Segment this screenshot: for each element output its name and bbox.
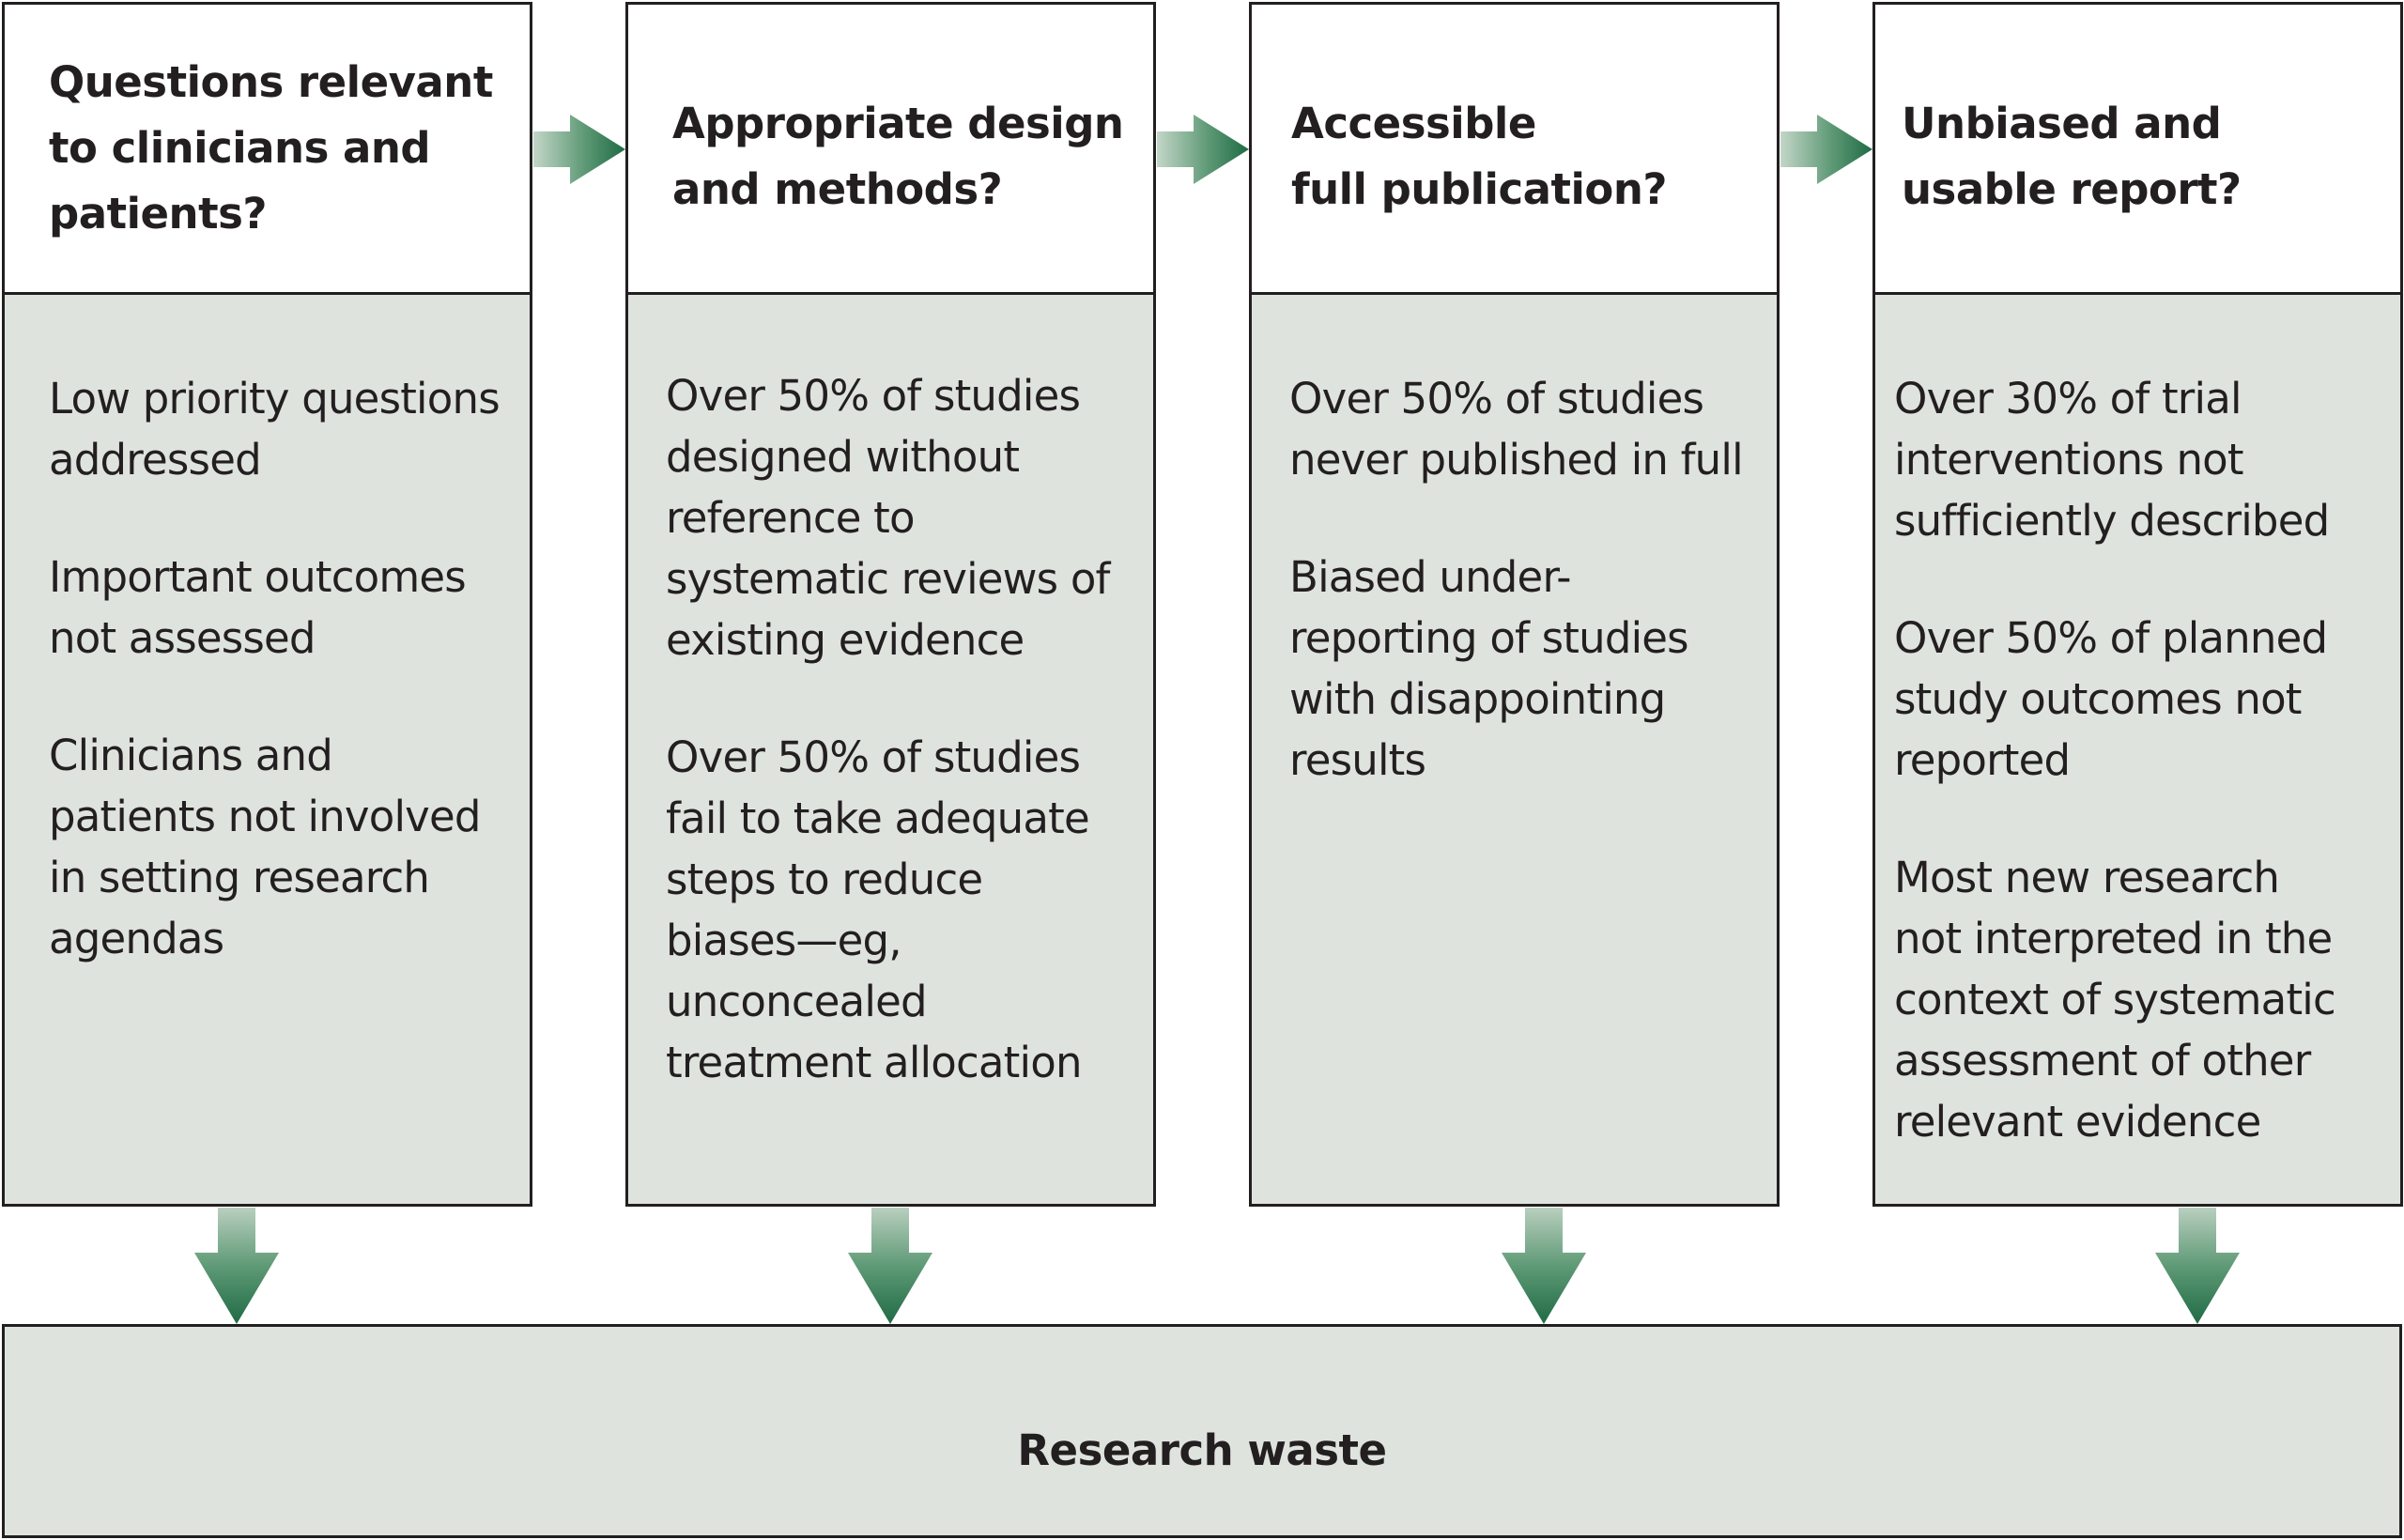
right-arrow-icon [1157,115,1249,184]
stage-heading: Accessible full publication? [1291,99,1667,214]
down-arrow-icon [1502,1208,1586,1324]
stage-issues-panel: Over 30% of trial interventions not suff… [1872,292,2403,1207]
issue-item: Important outcomes not assessed [49,552,467,663]
research-waste-box: Research waste [2,1324,2402,1538]
down-arrow-icon [2155,1208,2240,1324]
down-arrow-icon [848,1208,932,1324]
stage-heading-box: Unbiased and usable report? [1872,2,2403,295]
issue-item: Over 50% of studies designed without ref… [666,371,1110,665]
issue-item: Over 50% of studies fail to take adequat… [666,732,1090,1087]
stage-issues-panel: Over 50% of studies never published in f… [1249,292,1780,1207]
right-arrow-icon [533,115,625,184]
stage-heading: Appropriate design and methods? [672,99,1124,214]
stage-heading: Questions relevant to clinicians and pat… [49,57,493,239]
issue-item: Over 30% of trial interventions not suff… [1894,374,2330,546]
stage-heading-box: Appropriate design and methods? [625,2,1156,295]
stage-heading-box: Questions relevant to clinicians and pat… [2,2,532,295]
stage-issues-panel: Over 50% of studies designed without ref… [625,292,1156,1207]
research-waste-label: Research waste [1017,1425,1387,1475]
stage-heading-box: Accessible full publication? [1249,2,1780,295]
issue-item: Over 50% of planned study outcomes not r… [1894,613,2328,785]
issue-item: Clinicians and patients not involved in … [49,731,481,963]
right-arrow-icon [1780,115,1872,184]
stage-issues-panel: Low priority questions addressed Importa… [2,292,532,1207]
issue-item: Biased under- reporting of studies with … [1289,552,1689,785]
issue-item: Low priority questions addressed [49,374,501,485]
issue-item: Over 50% of studies never published in f… [1289,374,1744,485]
stage-heading: Unbiased and usable report? [1902,99,2242,214]
down-arrow-icon [194,1208,279,1324]
issue-item: Most new research not interpreted in the… [1894,853,2336,1147]
